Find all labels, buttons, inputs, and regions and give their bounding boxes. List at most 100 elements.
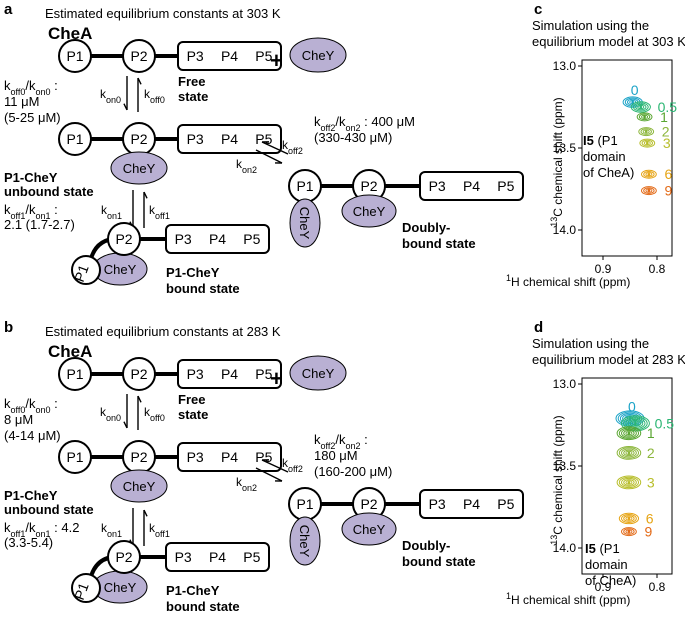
contour-peak-0.5: 0.5 bbox=[630, 99, 678, 115]
unbound-chey: CheY bbox=[110, 469, 168, 503]
k2-value: 180 μM bbox=[314, 448, 358, 463]
peak-label: 1 bbox=[647, 425, 655, 441]
plot-title-1: Simulation using the bbox=[532, 336, 649, 351]
bound-chey-label: CheY bbox=[104, 580, 137, 595]
k1-ratio: koff1​/kon1​ : 4.2 bbox=[4, 520, 79, 539]
x-tick-label: 0.8 bbox=[649, 580, 666, 594]
koff0-arrow bbox=[137, 77, 142, 112]
bound-state-label-2: bound state bbox=[166, 281, 240, 296]
p2-domain-unbound-label: P2 bbox=[130, 449, 147, 465]
plot-title-2: equilibrium model at 303 K bbox=[532, 34, 685, 49]
k2-ratio: koff2​/kon2​ : 400 μM bbox=[314, 114, 415, 133]
p2-domain-label: P2 bbox=[130, 366, 147, 382]
p1-domain-doubly-label: P1 bbox=[296, 178, 313, 194]
p3-p5-unbound-p4: P4 bbox=[221, 131, 238, 147]
p2-domain-unbound-label: P2 bbox=[130, 131, 147, 147]
k1-ratio: koff1​/kon1​ : bbox=[4, 202, 58, 221]
p1-domain-bound-label: P1 bbox=[71, 262, 92, 284]
kon0-label: kon0​ bbox=[100, 405, 121, 423]
p2-domain: P2 bbox=[122, 357, 156, 391]
doubly-chey-2-label: CheY bbox=[353, 522, 386, 537]
koff1-label: koff1​ bbox=[149, 203, 170, 221]
bound-chey: CheY bbox=[92, 570, 148, 604]
contour-peak-6: 6 bbox=[618, 510, 654, 526]
panel-letter-d: d bbox=[534, 319, 543, 336]
kon1-arrow bbox=[129, 508, 134, 547]
peak-label: 9 bbox=[665, 183, 673, 199]
plus-sign: + bbox=[270, 48, 283, 73]
k2-range: (160-200 μM) bbox=[314, 464, 392, 479]
contour-peak-9: 9 bbox=[621, 524, 653, 540]
p3-p5-unbound-p4: P4 bbox=[221, 449, 238, 465]
p3-p5-bound-p3: P3 bbox=[175, 549, 192, 565]
x-axis-label: 1​H chemical shift (ppm) bbox=[506, 273, 630, 289]
k1-value: (3.3-5.4) bbox=[4, 535, 53, 550]
p3-p5-unbound-p3: P3 bbox=[187, 449, 204, 465]
peak-label: 0.5 bbox=[655, 415, 675, 431]
kon2-arrow bbox=[255, 467, 283, 482]
p2-domain-bound: P2 bbox=[107, 540, 141, 574]
p3-p5-bound-p3: P3 bbox=[175, 231, 192, 247]
annotation-line-3: of CheA) bbox=[585, 573, 636, 588]
chea-label: CheA bbox=[48, 342, 92, 361]
k0-range: (4-14 μM) bbox=[4, 428, 61, 443]
p1-domain-unbound: P1 bbox=[58, 122, 92, 156]
peak-label: 2 bbox=[647, 445, 655, 461]
peak-label: 6 bbox=[665, 166, 673, 182]
peak-label: 0.5 bbox=[658, 99, 678, 115]
p2-domain-bound: P2 bbox=[107, 222, 141, 256]
contour-peak-1: 1 bbox=[616, 425, 655, 441]
peak-label: 0 bbox=[628, 398, 636, 414]
koff0-label: koff0​ bbox=[144, 87, 165, 105]
koff2-label: koff2​ bbox=[282, 456, 303, 474]
bound-state-label-1: P1-CheY bbox=[166, 583, 220, 598]
unbound-state-label-1: P1-CheY bbox=[4, 170, 58, 185]
y-tick-label: 14.0 bbox=[553, 541, 577, 555]
p2-domain-doubly: P2 bbox=[352, 487, 386, 521]
panel-title: Estimated equilibrium constants at 303 K bbox=[45, 6, 281, 21]
p3-p5-doubly-p3: P3 bbox=[429, 178, 446, 194]
y-tick-label: 13.0 bbox=[553, 59, 577, 73]
p1-domain-doubly: P1 bbox=[288, 169, 322, 203]
plot-frame bbox=[581, 377, 673, 575]
x-tick-label: 0.9 bbox=[595, 262, 612, 276]
p3-p5-doubly-p5: P5 bbox=[497, 178, 514, 194]
kon0-arrow bbox=[123, 76, 128, 111]
p3-p5-unbound: P3 P4 P5 bbox=[177, 442, 282, 472]
plus-sign: + bbox=[270, 366, 283, 391]
p3-p5-domains-p3: P3 bbox=[187, 366, 204, 382]
koff2-arrow bbox=[261, 141, 289, 155]
bound-chey: CheY bbox=[92, 252, 148, 286]
p3-p5-doubly-p4: P4 bbox=[463, 496, 480, 512]
koff1-label: koff1​ bbox=[149, 521, 170, 539]
k2-range: (330-430 μM) bbox=[314, 130, 392, 145]
doubly-chey-2: CheY bbox=[341, 512, 397, 546]
annotation-line-2: domain bbox=[585, 557, 628, 572]
kon2-label: kon2​ bbox=[236, 157, 257, 175]
p3-p5-unbound-p5: P5 bbox=[255, 449, 272, 465]
free-chey-label: CheY bbox=[302, 48, 335, 63]
p3-p5-bound-p5: P5 bbox=[243, 231, 260, 247]
p2-domain-bound-label: P2 bbox=[115, 231, 132, 247]
panel-letter-a: a bbox=[4, 1, 13, 18]
kon2-label: kon2​ bbox=[236, 475, 257, 493]
annotation-line-2: domain bbox=[583, 149, 626, 164]
x-axis-label: 1​H chemical shift (ppm) bbox=[506, 591, 630, 607]
contour-peak-3: 3 bbox=[639, 135, 671, 151]
unbound-chey-label: CheY bbox=[123, 479, 156, 494]
peak-label: 0 bbox=[631, 82, 639, 98]
plot-frame bbox=[581, 59, 673, 257]
p2-domain-unbound: P2 bbox=[122, 440, 156, 474]
plot-title-2: equilibrium model at 283 K bbox=[532, 352, 685, 367]
p3-p5-domains-p4: P4 bbox=[221, 366, 238, 382]
k0-range: (5-25 μM) bbox=[4, 110, 61, 125]
kon1-arrow bbox=[129, 190, 134, 229]
doubly-state-label-2: bound state bbox=[402, 236, 476, 251]
p3-p5-doubly-p3: P3 bbox=[429, 496, 446, 512]
